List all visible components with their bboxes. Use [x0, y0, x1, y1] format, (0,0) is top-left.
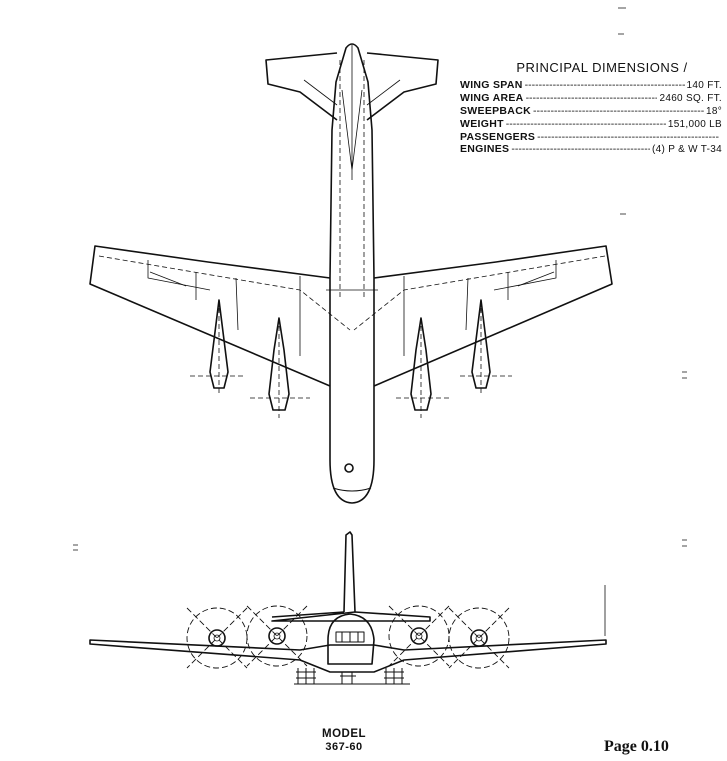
dimension-label: WING AREA — [460, 92, 524, 104]
leader-dots — [511, 143, 650, 155]
dimension-row: ENGINES (4) P & W T-34 — [460, 143, 722, 156]
propeller-discs — [186, 605, 510, 669]
vertical-fin — [343, 531, 356, 613]
dimensions-title: PRINCIPAL DIMENSIONS / — [516, 60, 688, 75]
model-label: MODEL — [322, 728, 367, 740]
dimension-row: WING AREA 2460 SQ. FT. — [460, 92, 722, 105]
dimension-value: (4) P & W T-34 — [652, 144, 722, 155]
leader-dots — [506, 118, 666, 130]
leader-dots — [526, 92, 658, 104]
model-caption: MODEL 367-60 — [322, 728, 366, 754]
dimension-label: PASSENGERS — [460, 131, 536, 143]
dimension-label: WEIGHT — [460, 118, 504, 130]
landing-gear — [294, 668, 410, 685]
engine-nacelles-front — [208, 627, 488, 647]
leader-dots — [525, 79, 685, 91]
dimension-value: 18° — [705, 106, 722, 117]
dimension-value: 2460 SQ. FT. — [659, 93, 722, 104]
model-number: 367-60 — [325, 741, 363, 753]
fuselage-front — [327, 613, 375, 665]
dimension-label: ENGINES — [460, 143, 510, 155]
horizontal-stabilizer — [265, 52, 439, 121]
dimension-label: SWEEPBACK — [460, 105, 531, 117]
fuselage-window — [344, 463, 354, 473]
front-view — [89, 531, 607, 673]
horizontal-tail-front — [271, 611, 431, 622]
dimension-value: 140 FT. — [686, 80, 722, 91]
dimension-row: WING SPAN 140 FT. — [460, 79, 722, 92]
leader-dots — [533, 105, 704, 117]
main-wing — [89, 245, 613, 387]
dimension-row: WEIGHT 151,000 LB — [460, 118, 722, 131]
page-number: Page 0.10 — [604, 738, 669, 755]
leader-dots — [537, 131, 720, 143]
dimension-row: SWEEPBACK 18° — [460, 105, 722, 118]
dimension-row: PASSENGERS — [460, 131, 722, 143]
principal-dimensions-table: PRINCIPAL DIMENSIONS / WING SPAN 140 FT.… — [460, 60, 722, 156]
fuselage-plan — [329, 43, 375, 504]
dimension-label: WING SPAN — [460, 79, 523, 91]
wing-front — [89, 639, 607, 673]
dimension-value: 151,000 LB — [667, 119, 722, 130]
